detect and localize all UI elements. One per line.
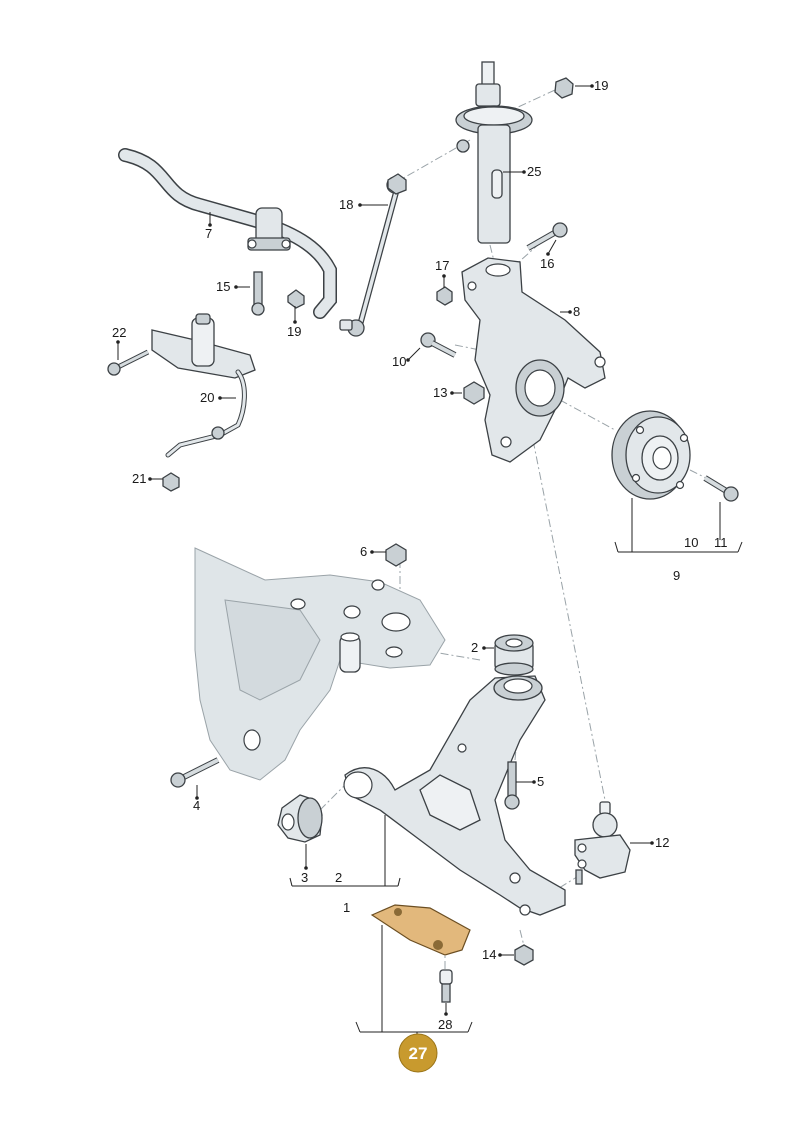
bolt-15 (251, 271, 265, 316)
bolt-28 (439, 969, 453, 1003)
bolt-4 (170, 757, 220, 788)
callout-labels: 19 25 18 7 16 17 8 15 19 22 10 13 20 21 … (112, 78, 728, 1032)
nut-19-top (554, 77, 574, 99)
label-10-right: 10 (684, 535, 698, 550)
label-9: 9 (673, 568, 680, 583)
label-10-left: 10 (392, 354, 406, 369)
label-15: 15 (216, 279, 230, 294)
label-19-left: 19 (287, 324, 301, 339)
label-19-top: 19 (594, 78, 608, 93)
bolt-5 (504, 761, 520, 810)
label-22: 22 (112, 325, 126, 340)
label-16: 16 (540, 256, 554, 271)
bushing-3 (277, 794, 323, 843)
nut-19-left (287, 289, 305, 309)
bolt-10 (420, 332, 457, 358)
underbody-plate-27 (370, 904, 471, 956)
nuts (162, 77, 574, 966)
label-25: 25 (527, 164, 541, 179)
badge-circle (398, 1033, 438, 1073)
bushing-2-upper (494, 634, 534, 676)
label-21: 21 (132, 471, 146, 486)
label-12: 12 (655, 835, 669, 850)
label-4: 4 (193, 798, 200, 813)
label-28: 28 (438, 1017, 452, 1032)
label-7: 7 (205, 226, 212, 241)
callout-leaders (116, 84, 743, 1040)
bolt-22 (107, 349, 150, 376)
wheel-bearing-housing-8 (461, 257, 606, 463)
label-20: 20 (200, 390, 214, 405)
nut-18-top (387, 173, 407, 195)
bolt-11 (703, 475, 739, 502)
bolt-16 (526, 222, 568, 251)
label-1: 1 (343, 900, 350, 915)
control-arm-1 (343, 675, 566, 916)
label-2-upper: 2 (471, 640, 478, 655)
nut-6 (385, 543, 407, 567)
subframe (194, 547, 446, 781)
wheel-hub-9 (611, 410, 691, 500)
label-17: 17 (435, 258, 449, 273)
label-11: 11 (714, 535, 728, 550)
label-14: 14 (482, 947, 496, 962)
label-6: 6 (360, 544, 367, 559)
badge-number: 27 (409, 1044, 428, 1063)
strut-25 (455, 61, 533, 244)
stabilizer-bar-7 (118, 148, 337, 319)
label-5: 5 (537, 774, 544, 789)
label-8: 8 (573, 304, 580, 319)
part-27-badge[interactable]: 27 (398, 1033, 438, 1073)
nut-13 (463, 381, 485, 405)
level-sensor-bracket (151, 313, 256, 458)
label-13: 13 (433, 385, 447, 400)
label-2-lower: 2 (335, 870, 342, 885)
label-3: 3 (301, 870, 308, 885)
nut-21 (162, 472, 180, 492)
ball-joint-12 (574, 801, 631, 885)
label-18: 18 (339, 197, 353, 212)
nut-17 (436, 286, 453, 306)
nut-14 (514, 944, 534, 966)
